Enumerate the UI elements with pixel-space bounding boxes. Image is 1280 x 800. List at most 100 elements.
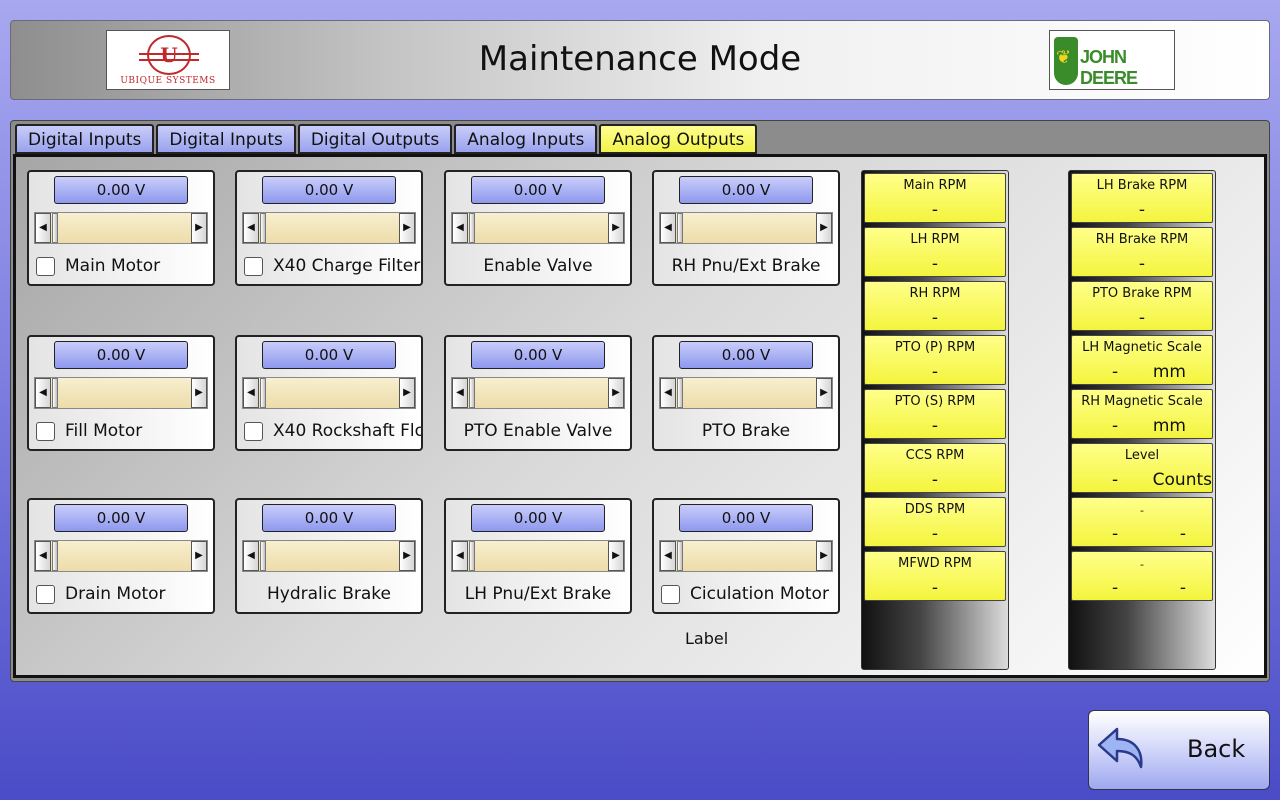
output-checkbox[interactable] <box>244 422 263 441</box>
analog-output-card: 0.00 V◀▶Drain Motor <box>27 498 215 614</box>
scroll-right-icon[interactable]: ▶ <box>399 378 415 408</box>
tab-digital-outputs[interactable]: Digital Outputs <box>297 124 453 154</box>
analog-output-card: 0.00 V◀▶X40 Rockshaft Flow <box>235 335 423 451</box>
rpm-value: - <box>931 254 939 274</box>
analog-outputs-content: Label Main RPM-LH RPM-RH RPM-PTO (P) RPM… <box>13 154 1267 678</box>
scroll-left-icon[interactable]: ◀ <box>243 213 259 243</box>
slider-thumb[interactable] <box>677 378 683 408</box>
output-slider[interactable]: ◀▶ <box>451 377 625 409</box>
scroll-right-icon[interactable]: ▶ <box>191 378 207 408</box>
scroll-right-icon[interactable]: ▶ <box>608 213 624 243</box>
output-slider[interactable]: ◀▶ <box>242 540 416 572</box>
scroll-left-icon[interactable]: ◀ <box>35 378 51 408</box>
slider-thumb[interactable] <box>260 378 266 408</box>
scroll-left-icon[interactable]: ◀ <box>243 378 259 408</box>
slider-thumb[interactable] <box>677 541 683 571</box>
output-label: LH Pnu/Ext Brake <box>464 584 612 604</box>
scroll-right-icon[interactable]: ▶ <box>816 541 832 571</box>
output-slider[interactable]: ◀▶ <box>34 377 208 409</box>
output-checkbox[interactable] <box>661 585 680 604</box>
output-slider[interactable]: ◀▶ <box>451 540 625 572</box>
tab-digital-inputs-1[interactable]: Digital Inputs <box>15 124 155 154</box>
output-slider[interactable]: ◀▶ <box>451 212 625 244</box>
scroll-right-icon[interactable]: ▶ <box>191 213 207 243</box>
rpm-title: RH RPM <box>909 286 961 301</box>
output-checkbox[interactable] <box>36 585 55 604</box>
rpm-value: - <box>931 524 939 544</box>
voltage-readout: 0.00 V <box>262 341 396 369</box>
tab-digital-inputs-2[interactable]: Digital Inputs <box>156 124 296 154</box>
output-slider[interactable]: ◀▶ <box>34 540 208 572</box>
logo-right-text: JOHN DEERE <box>1080 47 1138 88</box>
tab-analog-inputs[interactable]: Analog Inputs <box>454 124 598 154</box>
tab-panel: Digital Inputs Digital Inputs Digital Ou… <box>10 120 1270 682</box>
slider-thumb[interactable] <box>260 541 266 571</box>
logo-left-text: UBIQUE SYSTEMS <box>120 76 216 86</box>
rpm-value: - <box>931 416 939 436</box>
rpm-title: RH Brake RPM <box>1095 232 1189 247</box>
slider-thumb[interactable] <box>469 378 475 408</box>
scroll-left-icon[interactable]: ◀ <box>35 213 51 243</box>
globe-icon: U <box>139 35 199 75</box>
scroll-right-icon[interactable]: ▶ <box>399 213 415 243</box>
output-label: X40 Rockshaft Flow <box>273 421 421 441</box>
output-slider[interactable]: ◀▶ <box>34 212 208 244</box>
slider-thumb[interactable] <box>52 213 58 243</box>
scroll-right-icon[interactable]: ▶ <box>608 378 624 408</box>
scroll-right-icon[interactable]: ▶ <box>608 541 624 571</box>
scroll-right-icon[interactable]: ▶ <box>816 378 832 408</box>
output-slider[interactable]: ◀▶ <box>242 212 416 244</box>
scroll-left-icon[interactable]: ◀ <box>660 378 676 408</box>
voltage-readout: 0.00 V <box>54 341 188 369</box>
output-checkbox[interactable] <box>36 422 55 441</box>
rpm-readout: RH Magnetic Scale-mm <box>1071 389 1213 439</box>
tab-analog-outputs[interactable]: Analog Outputs <box>599 124 758 154</box>
scroll-left-icon[interactable]: ◀ <box>243 541 259 571</box>
rpm-title: RH Magnetic Scale <box>1081 394 1203 409</box>
rpm-title: PTO (S) RPM <box>894 394 976 409</box>
analog-output-card: 0.00 V◀▶LH Pnu/Ext Brake <box>444 498 632 614</box>
output-slider[interactable]: ◀▶ <box>242 377 416 409</box>
rpm-value: - <box>1112 362 1119 382</box>
scroll-left-icon[interactable]: ◀ <box>660 541 676 571</box>
analog-output-card: 0.00 V◀▶Fill Motor <box>27 335 215 451</box>
scroll-left-icon[interactable]: ◀ <box>452 541 468 571</box>
analog-output-card: 0.00 V◀▶Enable Valve <box>444 170 632 286</box>
rpm-readout: DDS RPM- <box>864 497 1006 547</box>
scroll-left-icon[interactable]: ◀ <box>452 378 468 408</box>
scroll-right-icon[interactable]: ▶ <box>191 541 207 571</box>
rpm-value: - <box>931 470 939 490</box>
slider-thumb[interactable] <box>469 541 475 571</box>
rpm-unit: mm <box>1152 416 1186 436</box>
output-slider[interactable]: ◀▶ <box>659 377 833 409</box>
rpm-title: Main RPM <box>903 178 967 193</box>
back-button-label: Back <box>1187 735 1246 763</box>
scroll-left-icon[interactable]: ◀ <box>452 213 468 243</box>
rpm-unit: mm <box>1152 362 1186 382</box>
voltage-readout: 0.00 V <box>679 341 813 369</box>
free-label: Label <box>685 629 729 648</box>
slider-thumb[interactable] <box>52 378 58 408</box>
ubique-systems-logo: U UBIQUE SYSTEMS <box>106 30 230 90</box>
scroll-right-icon[interactable]: ▶ <box>399 541 415 571</box>
slider-thumb[interactable] <box>469 213 475 243</box>
rpm-readout: --- <box>1071 551 1213 601</box>
voltage-readout: 0.00 V <box>54 504 188 532</box>
scroll-left-icon[interactable]: ◀ <box>660 213 676 243</box>
output-slider[interactable]: ◀▶ <box>659 540 833 572</box>
slider-thumb[interactable] <box>677 213 683 243</box>
output-slider[interactable]: ◀▶ <box>659 212 833 244</box>
rpm-title: MFWD RPM <box>898 556 972 571</box>
scroll-left-icon[interactable]: ◀ <box>35 541 51 571</box>
output-checkbox[interactable] <box>36 257 55 276</box>
slider-thumb[interactable] <box>260 213 266 243</box>
slider-thumb[interactable] <box>52 541 58 571</box>
output-checkbox[interactable] <box>244 257 263 276</box>
rpm-value: - <box>1112 524 1119 544</box>
scroll-right-icon[interactable]: ▶ <box>816 213 832 243</box>
rpm-value: - <box>1112 578 1119 598</box>
logo-letter: U <box>160 43 178 67</box>
tab-bar: Digital Inputs Digital Inputs Digital Ou… <box>15 124 758 154</box>
back-button[interactable]: Back <box>1088 710 1270 790</box>
rpm-readout: LH RPM- <box>864 227 1006 277</box>
